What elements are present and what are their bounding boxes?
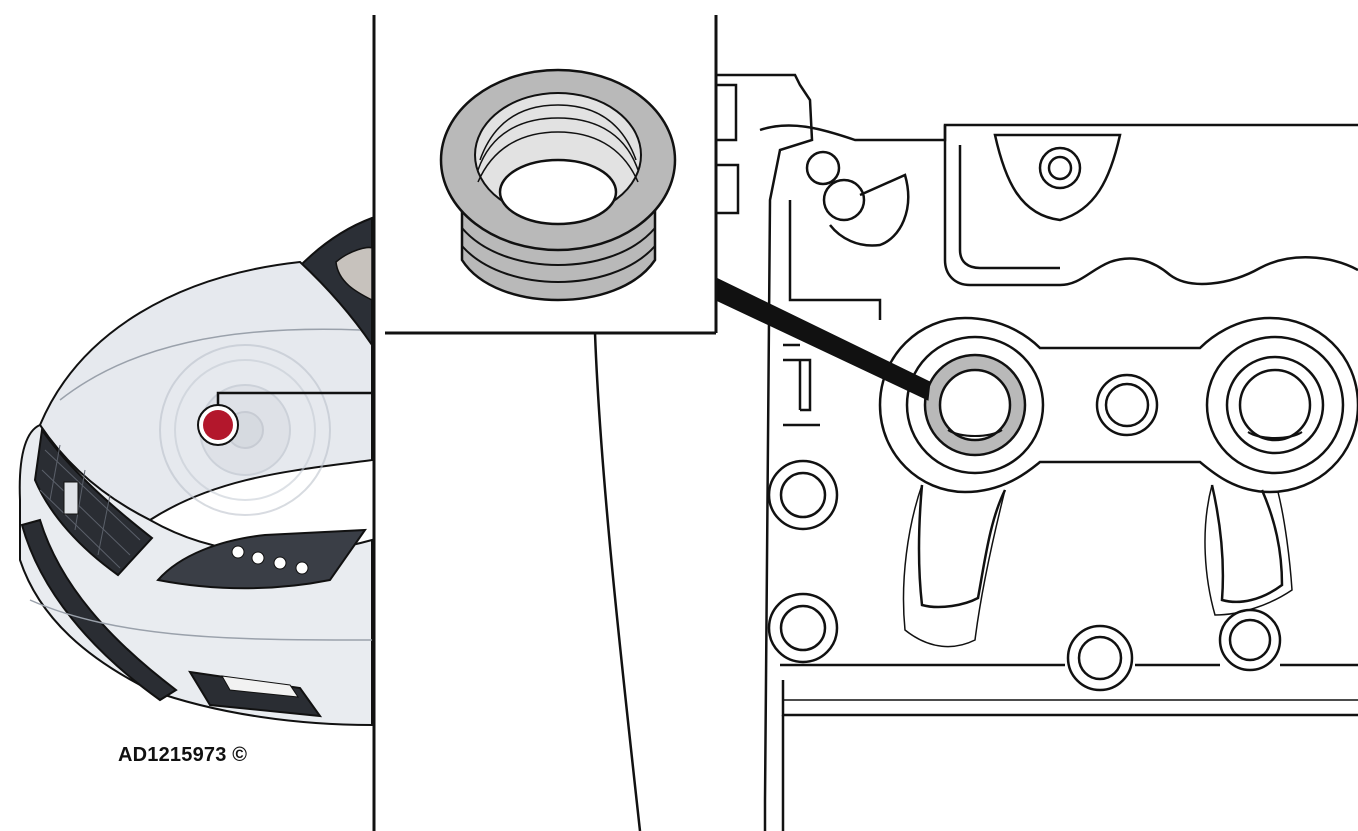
runner-left-shadow: [902, 484, 1006, 648]
bolt-hole-left-upper-inner: [779, 471, 827, 519]
bracket-arc: [829, 173, 910, 247]
edge-tab-upper: [714, 83, 738, 142]
edge-tab-lower: [714, 163, 740, 215]
vehicle-front-view: [18, 216, 373, 727]
seal-ring-installed-inner: [938, 368, 1012, 442]
top-cup-boss: [1038, 146, 1082, 190]
dowel-pin-b: [822, 178, 866, 222]
bolt-hole-bottom-center-outer: [1066, 624, 1134, 692]
cylinder-head-inner: [759, 123, 1358, 142]
side-mirror: [335, 246, 373, 302]
lower-air-intake: [20, 518, 178, 702]
bore-right-ring: [1225, 355, 1325, 455]
bore-center-inner: [1104, 382, 1150, 428]
cylinder-head-outline: [716, 73, 814, 831]
grille-mesh: [39, 444, 141, 569]
bore-center-outer: [1095, 373, 1159, 437]
bolt-hole-bottom-right-inner: [1228, 618, 1272, 662]
panel-edge-line: [593, 332, 642, 831]
bore-right-lip: [1247, 431, 1303, 439]
body-crease-lower: [29, 599, 373, 641]
bore-right-boss: [1205, 335, 1345, 475]
top-cup-boss-inner: [1047, 155, 1073, 181]
runner-right: [1210, 484, 1284, 604]
brand-badge: [63, 481, 79, 515]
top-cup: [993, 133, 1122, 222]
bolt-hole-bottom-right-outer: [1218, 608, 1282, 672]
headlight-leds: [231, 545, 309, 575]
seal-ring-through-hole: [498, 158, 618, 226]
seal-ring-detail: [385, 15, 718, 335]
engine-cover-view: [714, 73, 1358, 831]
runner-left: [917, 484, 1007, 609]
lower-flange-bottom: [781, 680, 1358, 717]
upper-housing: [943, 125, 1358, 287]
dowel-pin-a: [805, 150, 841, 186]
bore-left-boss: [905, 335, 1045, 475]
bolt-hole-bottom-center-inner: [1077, 635, 1123, 681]
seal-inner-grooves: [477, 104, 639, 183]
bolt-hole-left-lower-outer: [767, 592, 839, 664]
detail-callout-wedge: [715, 277, 931, 401]
seal-rib-1: [461, 227, 656, 267]
seal-ring-installed-lip: [947, 429, 1003, 437]
body-crease: [59, 328, 361, 401]
location-marker-dot-core: [203, 410, 233, 440]
clip-bracket: [783, 343, 820, 427]
figure-reference-code: AD1215973 ©: [118, 744, 248, 766]
seal-rib-2: [461, 245, 656, 284]
cover-edge: [788, 200, 882, 320]
fog-light: [221, 675, 300, 698]
upper-housing-inner: [958, 145, 1060, 270]
bolt-hole-left-lower-inner: [779, 604, 827, 652]
bore-right-inner: [1238, 368, 1312, 442]
front-grille: [33, 427, 154, 577]
bolt-hole-left-upper-outer: [767, 459, 839, 531]
